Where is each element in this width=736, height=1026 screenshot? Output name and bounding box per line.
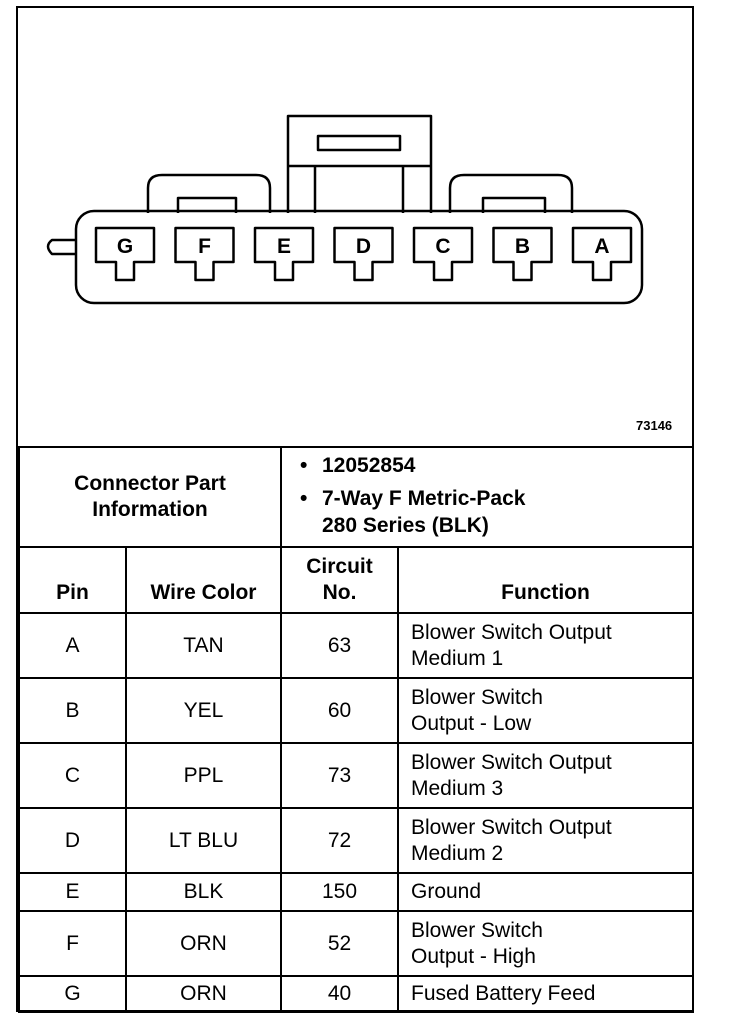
function-line1: Blower Switch (411, 918, 543, 942)
function-cell: Ground (397, 872, 694, 912)
function-line2: Output - High (411, 944, 536, 968)
key-tab (46, 238, 76, 256)
pin-label-g: G (117, 235, 133, 258)
bullet: • (300, 454, 308, 477)
circuit-cell: 60 (280, 677, 399, 744)
part-info-label-line1: Connector Part (74, 472, 226, 495)
wire-color-cell: ORN (125, 975, 282, 1013)
col-header-pin: Pin (18, 546, 127, 614)
function-line1: Blower Switch Output (411, 815, 612, 839)
wire-color-cell: PPL (125, 742, 282, 809)
part-info-label: Connector Part Information (18, 446, 282, 548)
wire-color-cell: YEL (125, 677, 282, 744)
description-line2: 280 Series (BLK) (322, 514, 489, 537)
figure-number: 73146 (636, 418, 673, 433)
circuit-cell: 63 (280, 612, 399, 679)
pin-label-f: F (198, 235, 211, 258)
pin-cell: D (18, 807, 127, 874)
right-hump (448, 173, 574, 213)
part-info-label-line2: Information (92, 498, 208, 521)
wire-color-cell: BLK (125, 872, 282, 912)
pin-cell: F (18, 910, 127, 977)
function-cell: Fused Battery Feed (397, 975, 694, 1013)
latch-slot (316, 134, 402, 152)
left-hump (146, 173, 272, 213)
pin-cell: A (18, 612, 127, 679)
circuit-cell: 150 (280, 872, 399, 912)
pin-label-c: C (435, 235, 450, 258)
function-line2: Medium 1 (411, 646, 504, 670)
connector-body (74, 209, 644, 305)
description-line: • 7-Way F Metric-Pack 280 Series (BLK) (300, 485, 682, 539)
wire-color-cell: TAN (125, 612, 282, 679)
pin-cavity-c: C (412, 226, 474, 282)
pin-cavity-d: D (333, 226, 394, 282)
connector-diagram: G F E D C B A 73146 (18, 8, 692, 446)
pin-label-d: D (356, 235, 371, 258)
part-number-line: • 12052854 (300, 452, 682, 479)
function-line2: Medium 2 (411, 841, 504, 865)
part-info-values: • 12052854 • 7-Way F Metric-Pack 280 Ser… (280, 446, 694, 548)
pin-cell: B (18, 677, 127, 744)
wire-color-cell: ORN (125, 910, 282, 977)
function-line1: Blower Switch Output (411, 750, 612, 774)
pin-cavity-g: G (94, 226, 156, 282)
circuit-cell: 72 (280, 807, 399, 874)
pin-label-a: A (594, 235, 609, 258)
pin-cell: E (18, 872, 127, 912)
function-line1: Blower Switch (411, 685, 543, 709)
description-line1: 7-Way F Metric-Pack (322, 487, 526, 510)
part-number: 12052854 (322, 454, 416, 477)
circuit-cell: 40 (280, 975, 399, 1013)
wire-color-cell: LT BLU (125, 807, 282, 874)
col-header-wire-color: Wire Color (125, 546, 282, 614)
pin-cavity-e: E (253, 226, 315, 282)
latch-tower (286, 114, 433, 213)
function-line1: Fused Battery Feed (411, 982, 596, 1005)
function-line1: Ground (411, 880, 482, 903)
pin-label-e: E (277, 235, 291, 258)
function-line2: Output - Low (411, 711, 532, 735)
pin-label-b: B (515, 235, 530, 258)
circuit-cell: 52 (280, 910, 399, 977)
bullet: • (300, 487, 308, 510)
col-header-function: Function (397, 546, 694, 614)
pin-cavity-f: F (174, 226, 235, 282)
function-line1: Blower Switch Output (411, 620, 612, 644)
pin-cell: C (18, 742, 127, 809)
function-line2: Medium 3 (411, 776, 504, 800)
pin-cavity-b: B (492, 226, 553, 282)
connector-table: Connector Part Information • 12052854 • … (18, 446, 694, 1013)
pin-cell: G (18, 975, 127, 1013)
pin-cavity-a: A (571, 226, 633, 282)
circuit-cell: 73 (280, 742, 399, 809)
